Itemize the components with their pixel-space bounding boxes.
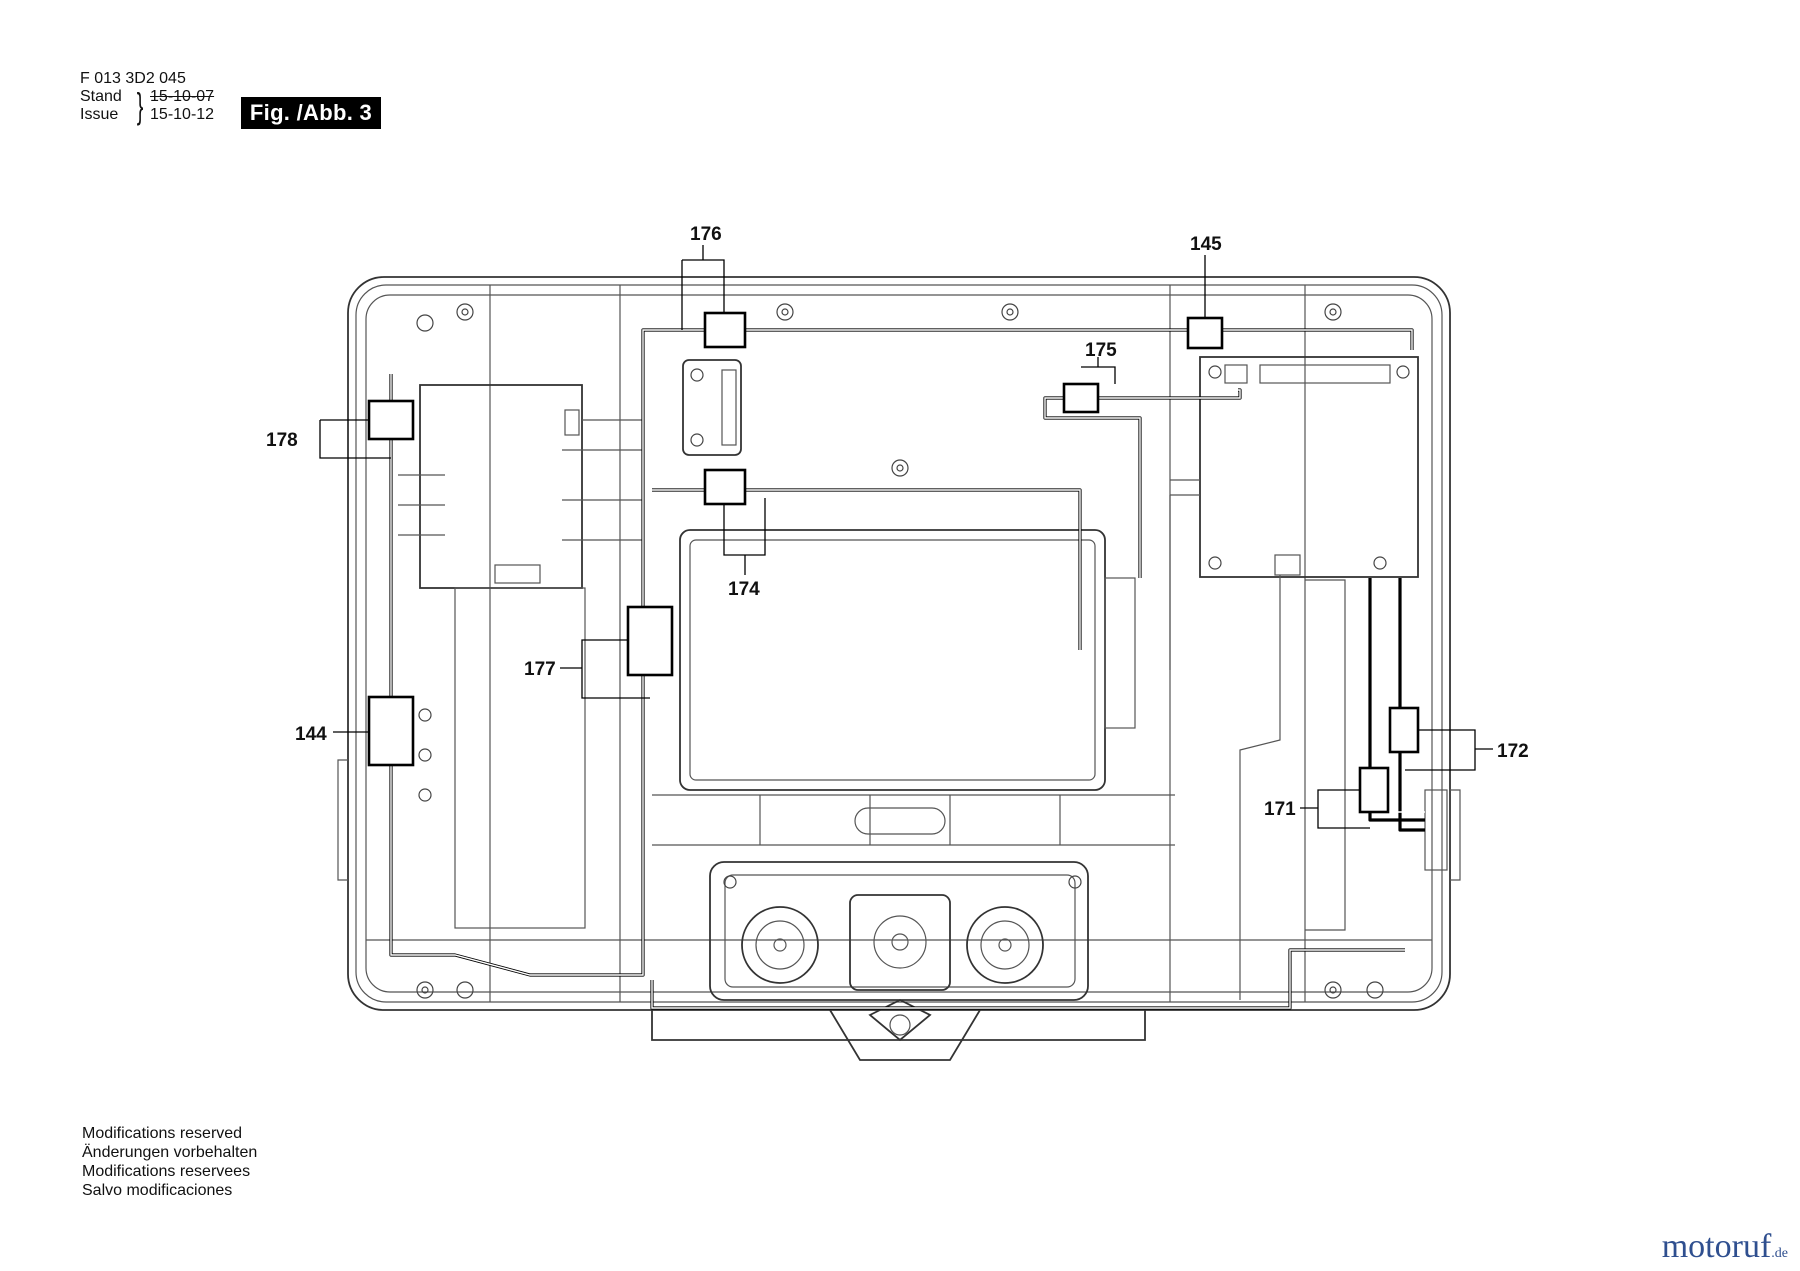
- callout-175: 175: [1085, 340, 1117, 361]
- connector-177: [626, 605, 674, 677]
- connector-172: [1388, 706, 1420, 754]
- revision-dates: Stand Issue } 15-10-07 15-10-12: [80, 88, 214, 124]
- figure-label: Fig. /Abb. 3: [241, 97, 381, 129]
- stand-date: 15-10-07: [150, 88, 215, 105]
- callout-177: 177: [524, 659, 556, 680]
- connector-174: [703, 468, 747, 506]
- note-line: Modifications reserved: [82, 1125, 243, 1142]
- connector-144: [367, 695, 415, 767]
- brand-tld: .de: [1771, 1246, 1788, 1261]
- issue-date: 15-10-12: [150, 106, 215, 123]
- connector-178: [367, 399, 415, 441]
- revision-header: F 013 3D2 045 Stand Issue } 15-10-07 15-…: [80, 70, 214, 124]
- brand-name: motoruf: [1661, 1228, 1772, 1265]
- callout-171: 171: [1264, 799, 1296, 820]
- wire-harness: [389, 328, 1425, 1010]
- note-line: Modifications reservees: [82, 1163, 251, 1180]
- issue-label: Issue: [80, 106, 119, 123]
- note-line: Änderungen vorbehalten: [82, 1144, 258, 1161]
- modification-notes: Modifications reserved Änderungen vorbeh…: [82, 1124, 257, 1200]
- connector-171: [1358, 766, 1390, 814]
- part-number: F 013 3D2 045: [80, 70, 186, 87]
- connector-175: [1062, 382, 1100, 414]
- note-line: Salvo modificaciones: [82, 1182, 233, 1199]
- callout-145: 145: [1190, 234, 1222, 255]
- callout-172: 172: [1497, 741, 1529, 762]
- brand-logo: motoruf.de: [1662, 1228, 1788, 1266]
- stand-label: Stand: [80, 88, 122, 105]
- housing-outline: [337, 276, 1461, 1061]
- internal-structure: [366, 285, 1448, 1042]
- screw-bosses: [416, 303, 1410, 999]
- callout-144: 144: [295, 724, 327, 745]
- callout-leaders: [319, 245, 1493, 829]
- callout-174: 174: [728, 579, 760, 600]
- callout-176: 176: [690, 224, 722, 245]
- brace-icon: }: [136, 85, 144, 126]
- callout-178: 178: [266, 430, 298, 451]
- connector-176: [703, 311, 747, 349]
- connector-145: [1186, 316, 1224, 350]
- wire-connectors: [367, 311, 1420, 814]
